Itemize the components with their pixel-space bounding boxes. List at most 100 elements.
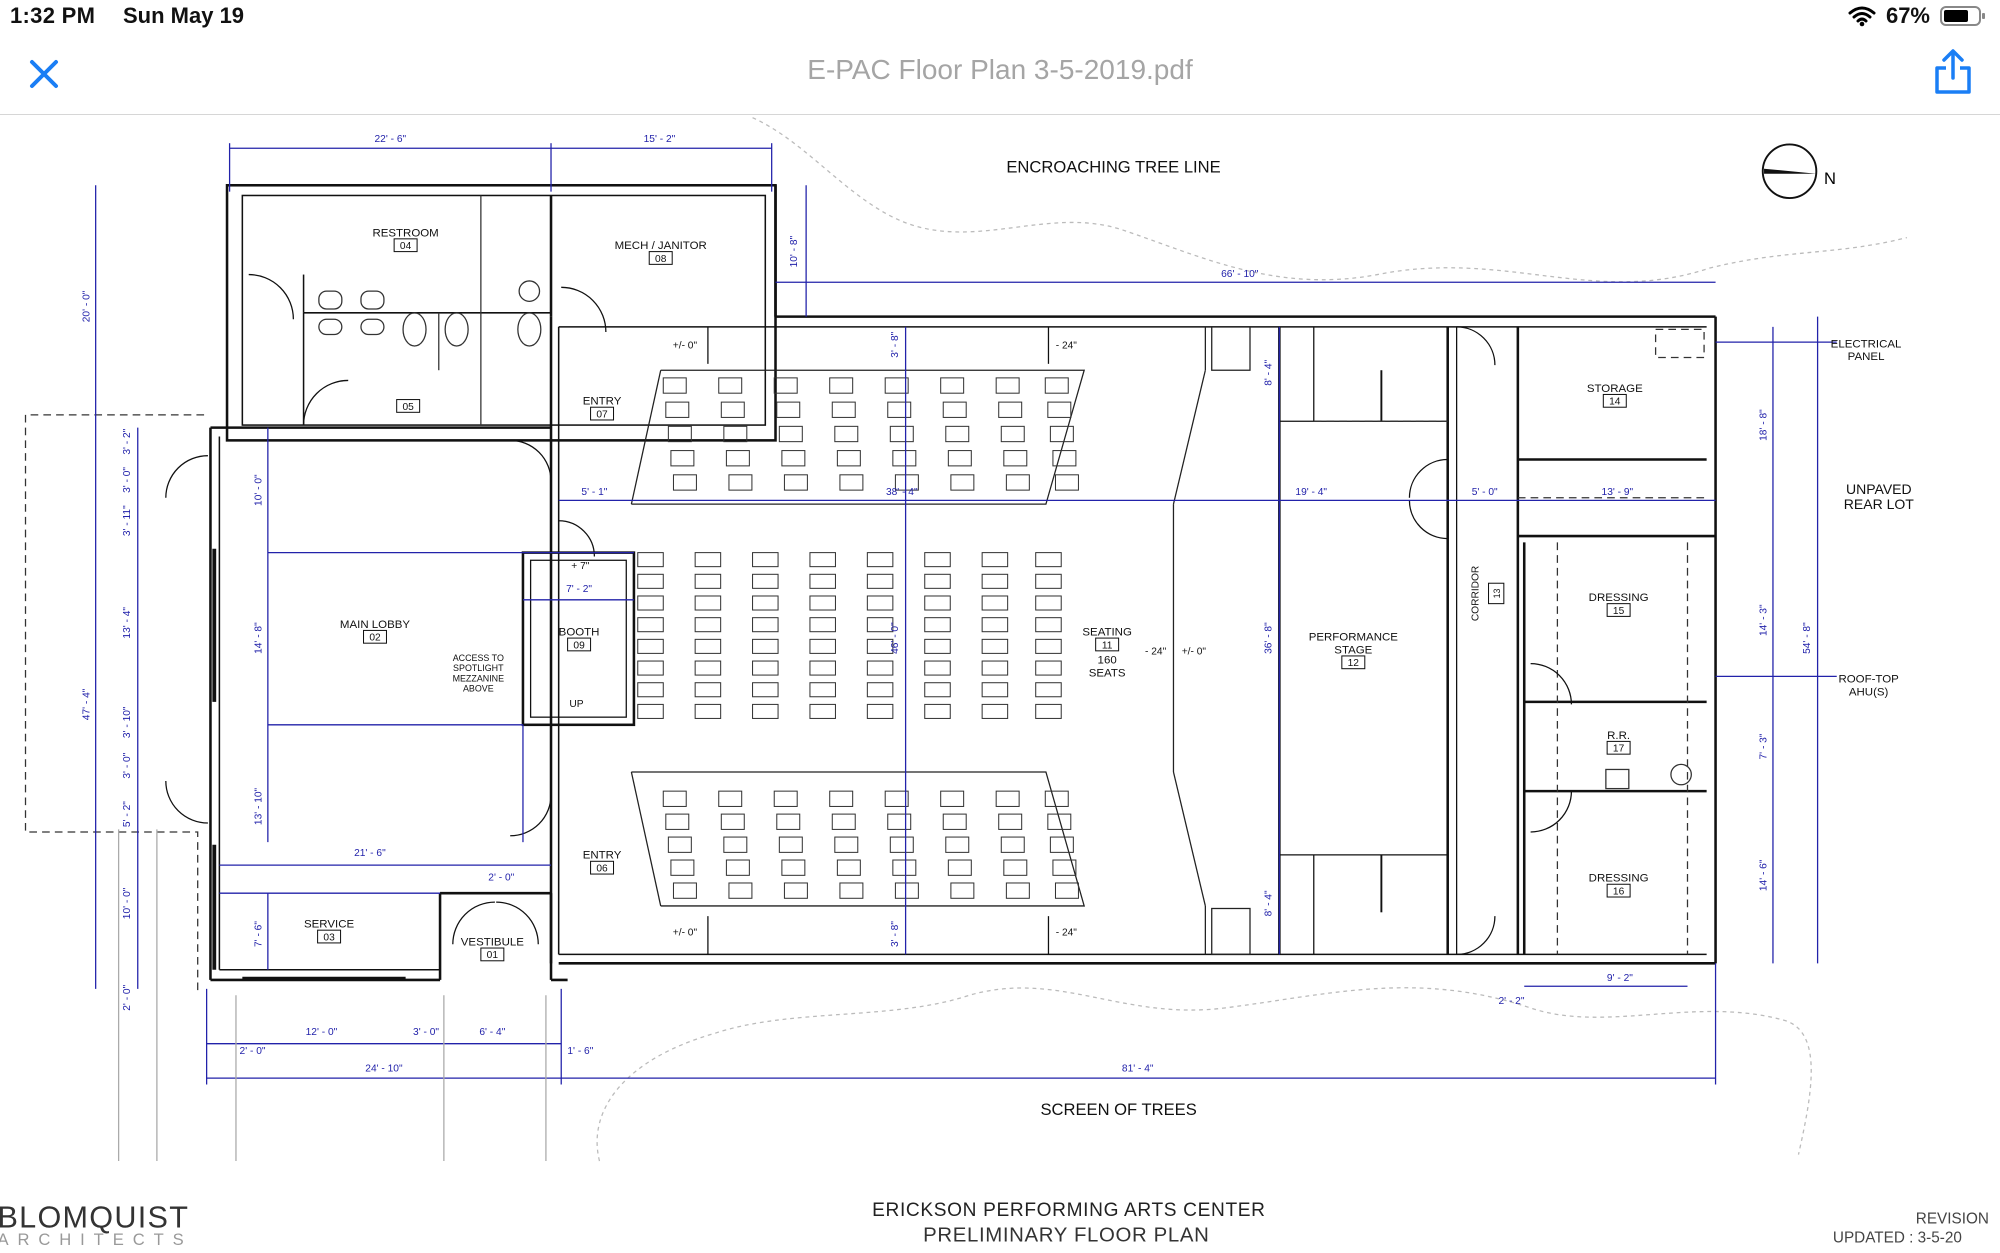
seat: [981, 660, 1009, 676]
rear-label-1: UNPAVED: [1846, 481, 1912, 497]
dimension-label: 7' - 3": [1759, 733, 1770, 759]
top-site-label: ENCROACHING TREE LINE: [1006, 158, 1220, 177]
seat: [752, 660, 779, 676]
room-number: 08: [655, 254, 667, 265]
room-name: ENTRY: [583, 396, 622, 408]
seat: [945, 425, 970, 443]
dimension-label: 3' - 2": [122, 428, 133, 454]
seat: [834, 836, 859, 853]
dimension-label: 10' - 0": [122, 887, 133, 919]
updated-label: UPDATED : 3-5-20: [1833, 1230, 1962, 1247]
seat: [924, 617, 951, 633]
spotlight-label-1: ACCESS TO: [453, 653, 504, 663]
room-number: 12: [1348, 658, 1360, 669]
seat: [836, 859, 861, 876]
dimension-label: 15' - 2": [644, 134, 676, 145]
share-button[interactable]: [1932, 48, 1974, 96]
seat: [981, 638, 1009, 654]
seat: [924, 573, 951, 589]
restroom-fixtures: [318, 195, 1692, 790]
elevation-label: - 24": [1056, 341, 1078, 352]
room-number-box: [393, 238, 418, 253]
seat: [667, 836, 692, 853]
room-number-box: [648, 251, 673, 265]
close-button[interactable]: [22, 52, 66, 96]
firm-name: BLOMQUIST: [0, 1200, 189, 1234]
room-number: 05: [402, 402, 414, 413]
dimension-label: 81' - 4": [1122, 1064, 1154, 1075]
room-name: SERVICE: [304, 919, 354, 931]
dimension-label: 3' - 11": [122, 505, 133, 536]
seat: [728, 474, 753, 491]
seat: [637, 682, 664, 698]
room-number-box: [363, 629, 387, 644]
seat: [889, 836, 914, 853]
seat: [1000, 836, 1025, 853]
seat: [1035, 660, 1062, 676]
elevation-label: + 7": [571, 561, 589, 572]
seat: [981, 595, 1009, 611]
dimension-label: 3' - 10": [122, 706, 133, 738]
seat: [752, 638, 779, 654]
seat: [662, 790, 687, 807]
room-number: 01: [487, 950, 499, 961]
seat: [778, 836, 803, 853]
battery-icon: [1940, 6, 1985, 26]
seat: [1035, 552, 1062, 568]
document-canvas[interactable]: N ENCROACHING TREE LINE SCREEN OF TREES …: [0, 115, 2000, 1253]
walls: [209, 183, 1717, 982]
seat: [809, 595, 836, 611]
room-name: MAIN LOBBY: [340, 619, 410, 631]
dimension-label: 66' - 10": [1221, 269, 1259, 280]
seat: [950, 474, 975, 491]
seat: [773, 790, 798, 807]
rear-label-2: REAR LOT: [1844, 496, 1915, 512]
seat: [728, 882, 753, 899]
north-label: N: [1824, 169, 1836, 188]
revision-label: REVISION: [1916, 1211, 1989, 1228]
dimension-label: 8' - 4": [1264, 359, 1275, 385]
seat: [809, 682, 836, 698]
seat: [1054, 474, 1079, 491]
room-number: 06: [596, 863, 608, 874]
dimension-label: 22' - 6": [374, 134, 406, 145]
seat: [866, 573, 894, 589]
room-number-box: [567, 637, 592, 652]
seat: [1052, 450, 1077, 467]
room-name: STAGE: [1334, 644, 1372, 656]
seat: [1049, 836, 1074, 853]
seat: [894, 474, 919, 491]
dimension-label: 36' - 8": [1264, 622, 1275, 654]
room-name: DRESSING: [1589, 592, 1649, 604]
dimension-label: 2' - 2": [1499, 996, 1525, 1007]
seat: [942, 401, 967, 418]
seat: [940, 377, 965, 394]
seat: [887, 813, 912, 830]
dimension-label: 7' - 6": [253, 921, 264, 947]
seat: [773, 377, 798, 394]
seat: [866, 617, 894, 633]
room-number: 09: [573, 640, 585, 651]
room-number: 03: [323, 932, 335, 943]
close-icon: [30, 60, 58, 88]
seat: [672, 882, 697, 899]
seat: [667, 425, 692, 443]
seat: [637, 552, 664, 568]
dimension-label: 18' - 8": [1759, 409, 1770, 441]
seat: [752, 573, 779, 589]
seat: [1047, 813, 1072, 830]
dimension-label: 1' - 6": [567, 1046, 593, 1057]
north-arrow-icon: N: [1761, 143, 1836, 199]
dimension-label: 3' - 0": [413, 1027, 439, 1038]
seat: [947, 450, 972, 467]
seat: [1005, 882, 1030, 899]
seat: [809, 703, 836, 719]
dimension-label: 6' - 4": [479, 1027, 505, 1038]
room-name: CORRIDOR: [1470, 566, 1481, 621]
room-name: R.R.: [1607, 730, 1630, 742]
room-number-box: [317, 929, 342, 944]
dimension-label: 7' - 2": [566, 584, 592, 595]
elevation-label: - 24": [1145, 647, 1167, 658]
seat: [637, 638, 664, 654]
seat: [723, 836, 748, 853]
